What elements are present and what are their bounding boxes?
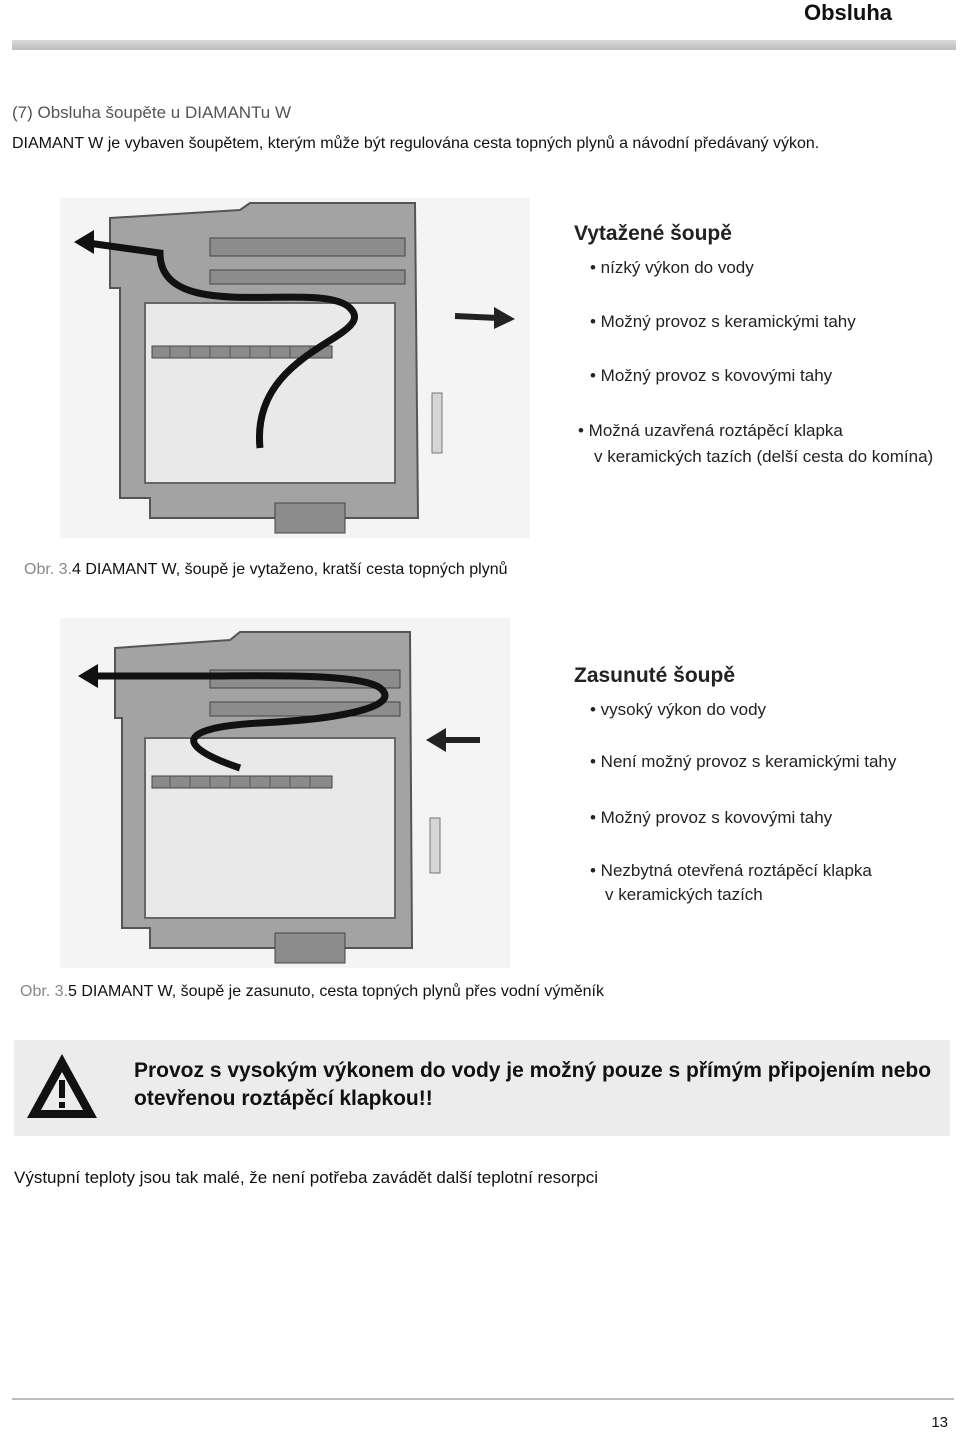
header-bar [12,40,956,50]
fig2-heading: Zasunuté šoupě [574,664,736,687]
fig1-caption: Obr. 3.4 DIAMANT W, šoupě je vytaženo, k… [24,561,508,579]
fig2-caption: Obr. 3.5 DIAMANT W, šoupě je zasunuto, c… [20,983,604,1001]
page-number: 13 [931,1414,948,1431]
fig2-bullet: • vysoký výkon do vody [590,700,767,719]
warning-box [14,1040,950,1136]
stove-diagram-slider-pulled [60,198,530,538]
footer-divider [12,1398,954,1400]
fig2-bullet: • Možný provoz s kovovými tahy [590,808,833,827]
fig2-bullet: • Nezbytná otevřená roztápěcí klapka [590,861,872,880]
fig1-bullet: • Možná uzavřená roztápěcí klapka [578,421,843,440]
fig1-bullet: • Možný provoz s kovovými tahy [590,366,833,385]
header-title: Obsluha [803,0,892,25]
fig2-caption-prefix: Obr. 3. [20,983,69,1000]
fig1-heading: Vytažené šoupě [574,222,732,245]
fig1-caption-prefix: Obr. 3. [24,561,73,578]
fig2-caption-text: 5 DIAMANT W, šoupě je zasunuto, cesta to… [68,983,604,1000]
fig1-bullet: • Možný provoz s keramickými tahy [590,312,856,331]
warning-triangle-icon [24,1050,100,1127]
section-title: (7) Obsluha šoupěte u DIAMANTu W [12,103,292,122]
fig2-bullet-continuation: v keramických tazích [605,885,763,904]
stove-diagram-slider-pushed [60,618,510,968]
warning-text: Provoz s vysokým výkonem do vody je možn… [134,1059,932,1110]
intro-paragraph: DIAMANT W je vybaven šoupětem, kterým mů… [12,135,820,152]
fig2-bullet: • Není možný provoz s keramickými tahy [590,752,897,771]
footer-note: Výstupní teploty jsou tak malé, že není … [14,1168,599,1187]
fig1-bullet-continuation: v keramických tazích (delší cesta do kom… [594,447,934,466]
fig1-bullet: • nízký výkon do vody [590,258,754,277]
fig1-caption-text: 4 DIAMANT W, šoupě je vytaženo, kratší c… [72,561,508,578]
